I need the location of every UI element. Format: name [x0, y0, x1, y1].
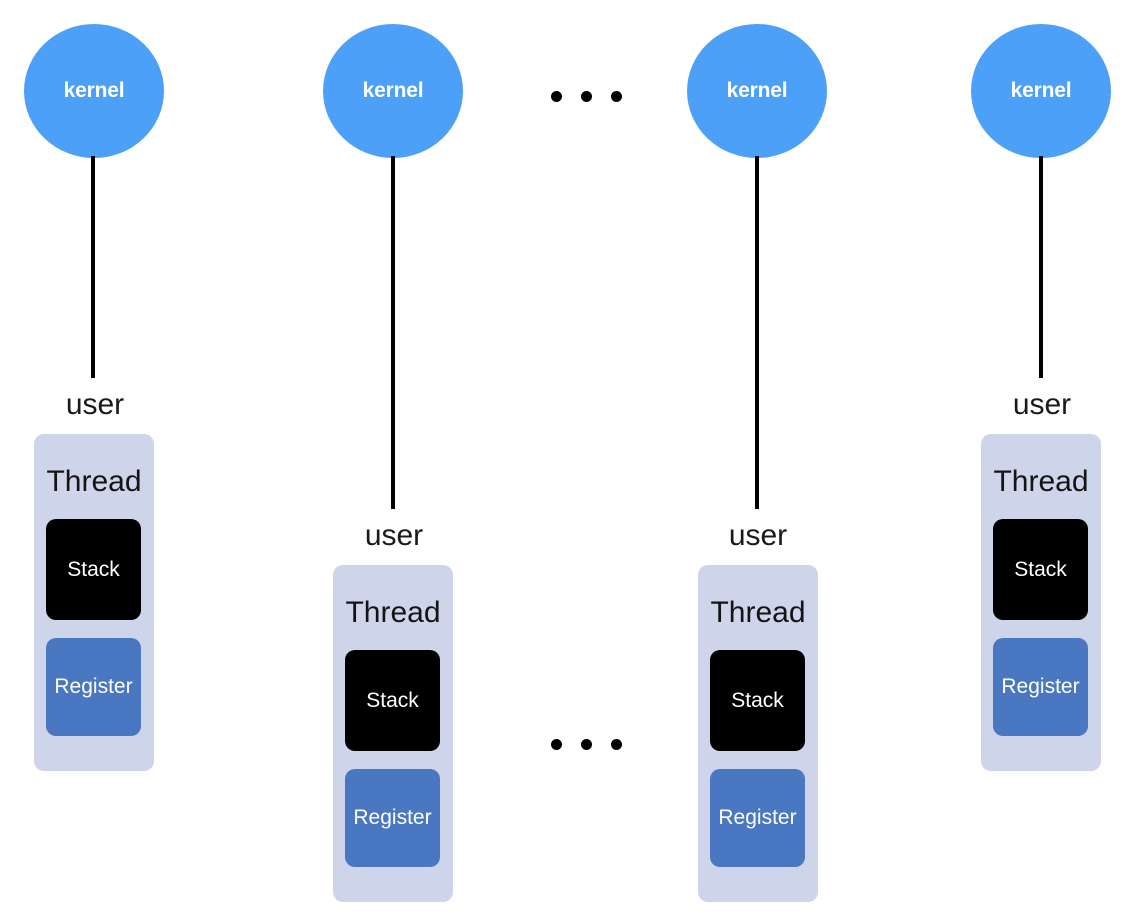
- stack-label-2: Stack: [366, 688, 419, 712]
- kernel-circle-1: kernel: [24, 24, 164, 158]
- stack-label-4: Stack: [1014, 557, 1067, 581]
- kernel-circle-4: kernel: [971, 24, 1111, 158]
- thread-title-2: Thread: [345, 596, 441, 629]
- stack-box-4: Stack: [993, 519, 1088, 620]
- ellipsis-dot: [581, 91, 592, 102]
- ellipsis-bottom: [551, 739, 622, 750]
- thread-container-1: Thread Stack Register: [34, 434, 154, 771]
- user-label-2: user: [364, 519, 424, 552]
- register-label-3: Register: [718, 806, 797, 829]
- ellipsis-top: [551, 91, 622, 102]
- thread-container-4: Thread Stack Register: [981, 434, 1101, 771]
- connector-line-2: [391, 156, 395, 509]
- register-box-1: Register: [46, 638, 141, 736]
- connector-line-4: [1039, 156, 1043, 378]
- ellipsis-dot: [611, 91, 622, 102]
- ellipsis-dot: [551, 739, 562, 750]
- stack-label-3: Stack: [731, 688, 784, 712]
- thread-title-4: Thread: [993, 465, 1089, 498]
- stack-box-1: Stack: [46, 519, 141, 620]
- connector-line-3: [755, 156, 759, 509]
- thread-container-2: Thread Stack Register: [333, 565, 453, 902]
- kernel-label-3: kernel: [726, 79, 788, 102]
- register-box-2: Register: [345, 769, 440, 867]
- ellipsis-dot: [611, 739, 622, 750]
- ellipsis-dot: [551, 91, 562, 102]
- user-label-3: user: [728, 519, 788, 552]
- register-box-3: Register: [710, 769, 805, 867]
- register-label-1: Register: [54, 675, 133, 698]
- ellipsis-dot: [581, 739, 592, 750]
- stack-label-1: Stack: [67, 557, 120, 581]
- stack-box-2: Stack: [345, 650, 440, 751]
- kernel-label-1: kernel: [63, 79, 125, 102]
- kernel-label-2: kernel: [362, 79, 424, 102]
- user-label-4: user: [1012, 388, 1072, 421]
- connector-line-1: [91, 156, 95, 378]
- register-label-2: Register: [353, 806, 432, 829]
- kernel-label-4: kernel: [1010, 79, 1072, 102]
- thread-title-1: Thread: [46, 465, 142, 498]
- register-box-4: Register: [993, 638, 1088, 736]
- thread-container-3: Thread Stack Register: [698, 565, 818, 902]
- register-label-4: Register: [1001, 675, 1080, 698]
- kernel-circle-2: kernel: [323, 24, 463, 158]
- kernel-circle-3: kernel: [687, 24, 827, 158]
- stack-box-3: Stack: [710, 650, 805, 751]
- thread-title-3: Thread: [710, 596, 806, 629]
- user-label-1: user: [65, 388, 125, 421]
